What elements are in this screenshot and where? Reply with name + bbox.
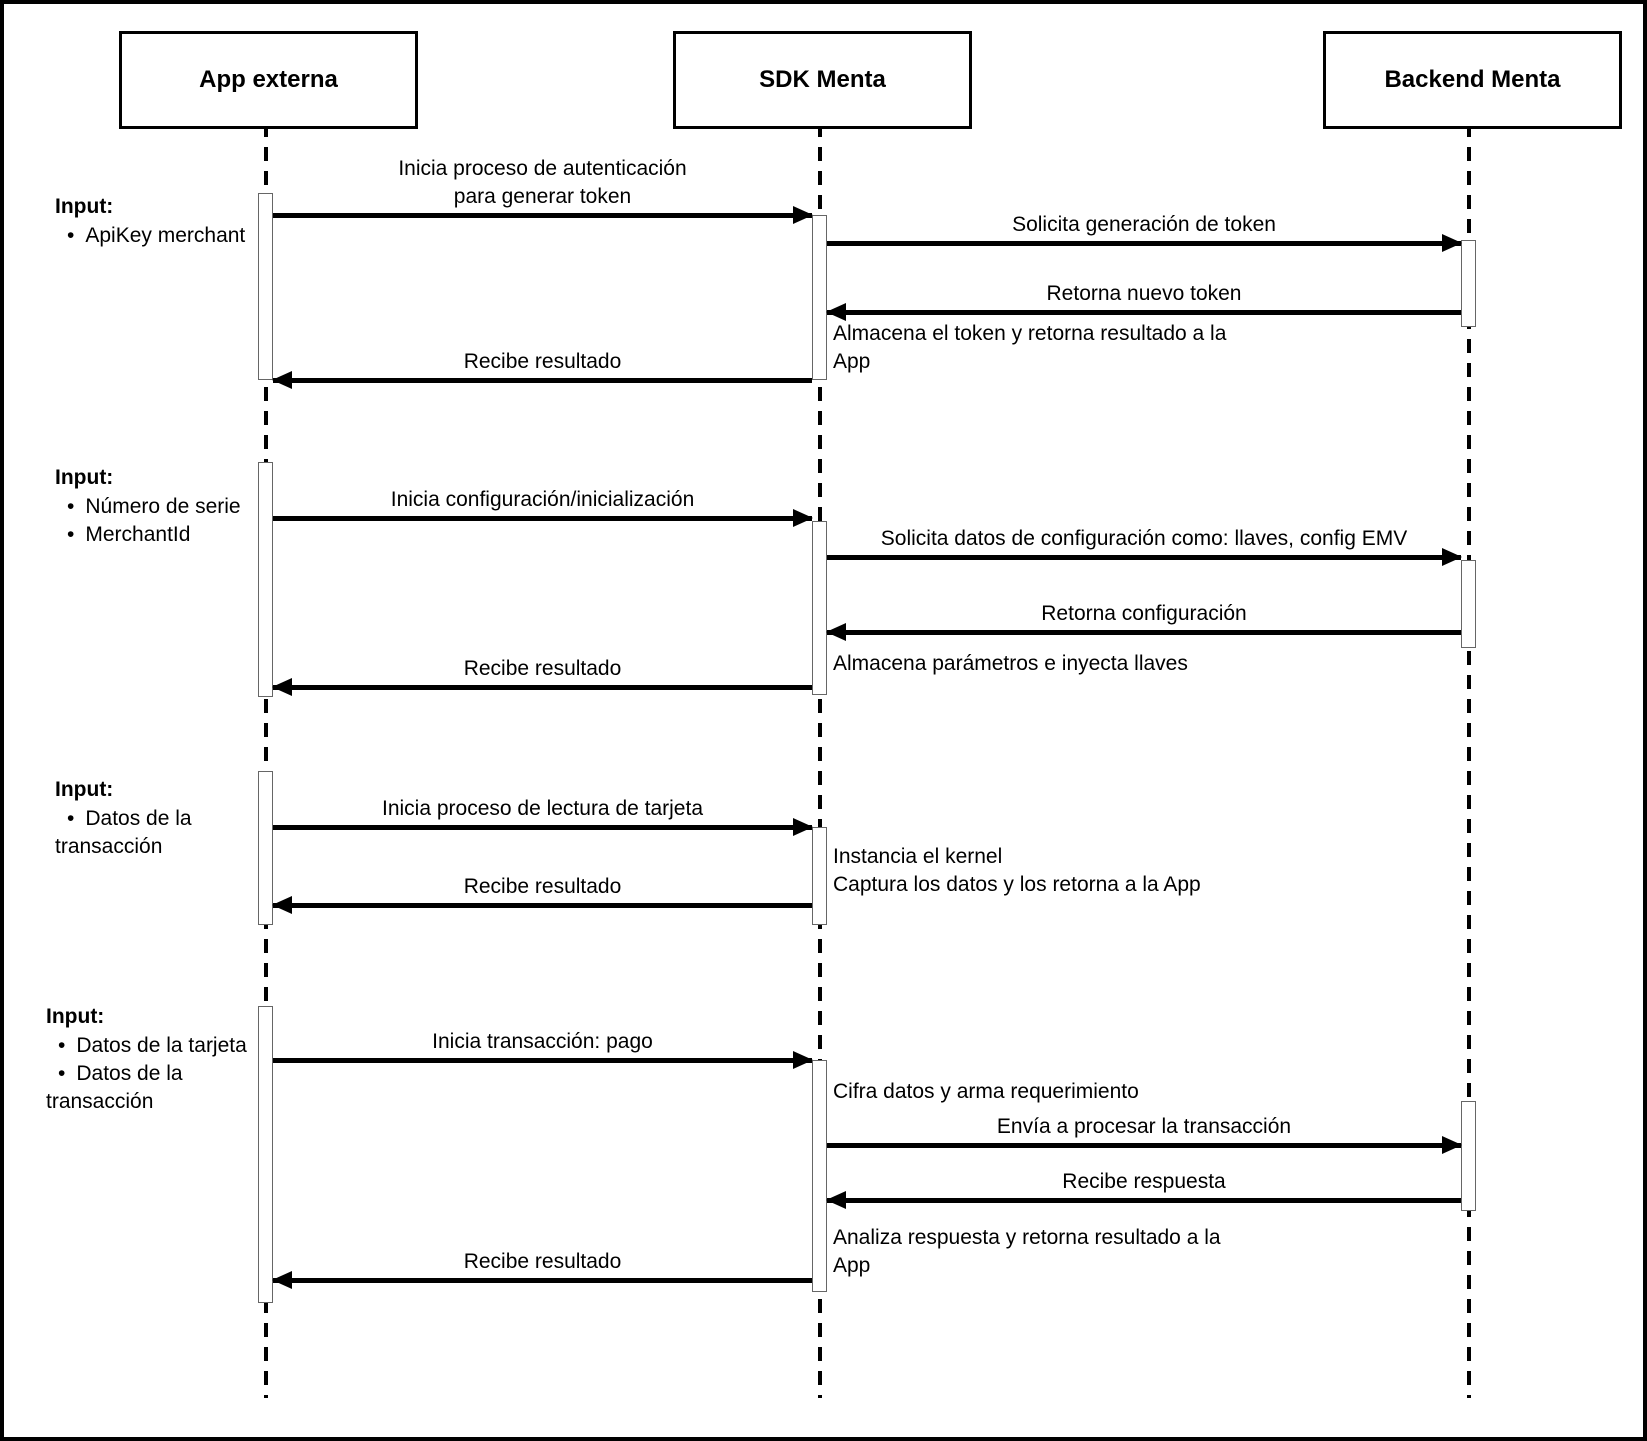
message-label: Inicia proceso de autenticación para gen…	[398, 157, 687, 208]
note-cifra-datos: Cifra datos y arma requerimiento	[833, 1080, 1139, 1103]
note-analiza-respuesta: Analiza respuesta y retorna resultado a …	[833, 1226, 1221, 1277]
activation-bar-sdk-3	[812, 827, 827, 925]
arrow-line	[273, 213, 812, 218]
message-solicita-configuracion: Solicita datos de configuración como: ll…	[827, 527, 1462, 566]
input-block-pago: Input: Datos de la tarjeta Datos de la t…	[46, 1002, 296, 1116]
note-almacena-token: Almacena el token y retorna resultado a …	[833, 322, 1227, 373]
input-title: Input:	[55, 195, 114, 218]
message-inicia-transaccion: Inicia transacción: pago	[273, 1030, 813, 1069]
arrow-line	[273, 1278, 812, 1283]
arrowhead-right-icon	[1442, 548, 1462, 566]
arrowhead-left-icon	[826, 303, 846, 321]
arrow-line	[827, 241, 1461, 246]
arrowhead-right-icon	[793, 206, 813, 224]
input-block-config: Input: Número de serie MerchantId	[55, 463, 305, 549]
message-label: Retorna nuevo token	[1046, 282, 1242, 305]
activation-bar-sdk-1	[812, 215, 827, 380]
message-label: Inicia proceso de lectura de tarjeta	[381, 797, 704, 820]
activation-bar-backend-1	[1461, 240, 1476, 327]
message-label: Recibe resultado	[463, 657, 622, 680]
message-retorna-configuracion: Retorna configuración	[826, 602, 1461, 641]
message-envia-procesar: Envía a procesar la transacción	[827, 1115, 1462, 1154]
arrowhead-right-icon	[793, 818, 813, 836]
arrow-line	[827, 555, 1461, 560]
input-item: Número de serie	[55, 493, 305, 521]
message-label: Inicia configuración/inicialización	[390, 488, 695, 511]
message-recibe-respuesta: Recibe respuesta	[826, 1170, 1461, 1209]
message-recibe-resultado-3: Recibe resultado	[272, 875, 812, 914]
activation-bar-sdk-2	[812, 521, 827, 695]
input-title: Input:	[55, 778, 114, 801]
actor-box-backend-menta: Backend Menta	[1323, 31, 1622, 129]
message-label: Solicita generación de token	[1012, 213, 1276, 236]
message-recibe-resultado-2: Recibe resultado	[272, 657, 812, 696]
input-item: Datos de la transacción	[46, 1060, 296, 1116]
input-title: Input:	[46, 1005, 105, 1028]
input-block-auth: Input: ApiKey merchant	[55, 192, 305, 250]
arrow-line	[827, 1198, 1461, 1203]
message-inicia-autenticacion: Inicia proceso de autenticación para gen…	[273, 157, 813, 224]
message-solicita-token: Solicita generación de token	[827, 213, 1462, 252]
arrowhead-left-icon	[272, 371, 292, 389]
actor-label: App externa	[199, 66, 338, 93]
note-instancia-kernel: Instancia el kernel Captura los datos y …	[833, 845, 1201, 896]
message-label: Inicia transacción: pago	[432, 1030, 653, 1053]
message-recibe-resultado-4: Recibe resultado	[272, 1250, 812, 1289]
message-label: Recibe respuesta	[1062, 1170, 1226, 1193]
input-item: MerchantId	[55, 521, 305, 549]
arrowhead-left-icon	[272, 678, 292, 696]
activation-bar-backend-2	[1461, 560, 1476, 648]
actor-box-sdk-menta: SDK Menta	[673, 31, 972, 129]
arrowhead-left-icon	[272, 896, 292, 914]
actor-label: Backend Menta	[1384, 66, 1561, 93]
message-retorna-token: Retorna nuevo token	[826, 282, 1461, 321]
message-label: Retorna configuración	[1041, 602, 1247, 625]
arrow-line	[827, 1143, 1461, 1148]
arrow-line	[273, 685, 812, 690]
actor-box-app-externa: App externa	[119, 31, 418, 129]
message-label: Solicita datos de configuración como: ll…	[880, 527, 1408, 550]
activation-bar-sdk-4	[812, 1060, 827, 1292]
lifeline-sdk-menta	[818, 123, 822, 1398]
arrowhead-right-icon	[793, 1051, 813, 1069]
message-label: Recibe resultado	[463, 875, 622, 898]
arrowhead-right-icon	[1442, 234, 1462, 252]
arrowhead-left-icon	[826, 1191, 846, 1209]
arrowhead-right-icon	[793, 509, 813, 527]
input-title: Input:	[55, 466, 114, 489]
arrowhead-left-icon	[272, 1271, 292, 1289]
message-label: Envía a procesar la transacción	[996, 1115, 1292, 1138]
lifeline-backend-menta	[1467, 123, 1471, 1398]
input-item: Datos de la tarjeta	[46, 1032, 296, 1060]
arrow-line	[273, 516, 812, 521]
activation-bar-backend-3	[1461, 1101, 1476, 1211]
arrow-line	[273, 825, 812, 830]
input-item: Datos de la transacción	[55, 805, 305, 861]
arrow-line	[273, 903, 812, 908]
input-block-lectura: Input: Datos de la transacción	[55, 775, 305, 861]
message-recibe-resultado-1: Recibe resultado	[272, 350, 812, 389]
arrow-line	[273, 1058, 812, 1063]
message-label: Recibe resultado	[463, 350, 622, 373]
arrowhead-left-icon	[826, 623, 846, 641]
message-inicia-lectura: Inicia proceso de lectura de tarjeta	[273, 797, 813, 836]
lifeline-app-externa	[264, 123, 268, 1398]
message-label: Recibe resultado	[463, 1250, 622, 1273]
input-item: ApiKey merchant	[55, 222, 305, 250]
arrow-line	[827, 310, 1461, 315]
note-almacena-parametros: Almacena parámetros e inyecta llaves	[833, 652, 1188, 675]
arrow-line	[273, 378, 812, 383]
actor-label: SDK Menta	[759, 66, 886, 93]
arrowhead-right-icon	[1442, 1136, 1462, 1154]
message-inicia-configuracion: Inicia configuración/inicialización	[273, 488, 813, 527]
arrow-line	[827, 630, 1461, 635]
